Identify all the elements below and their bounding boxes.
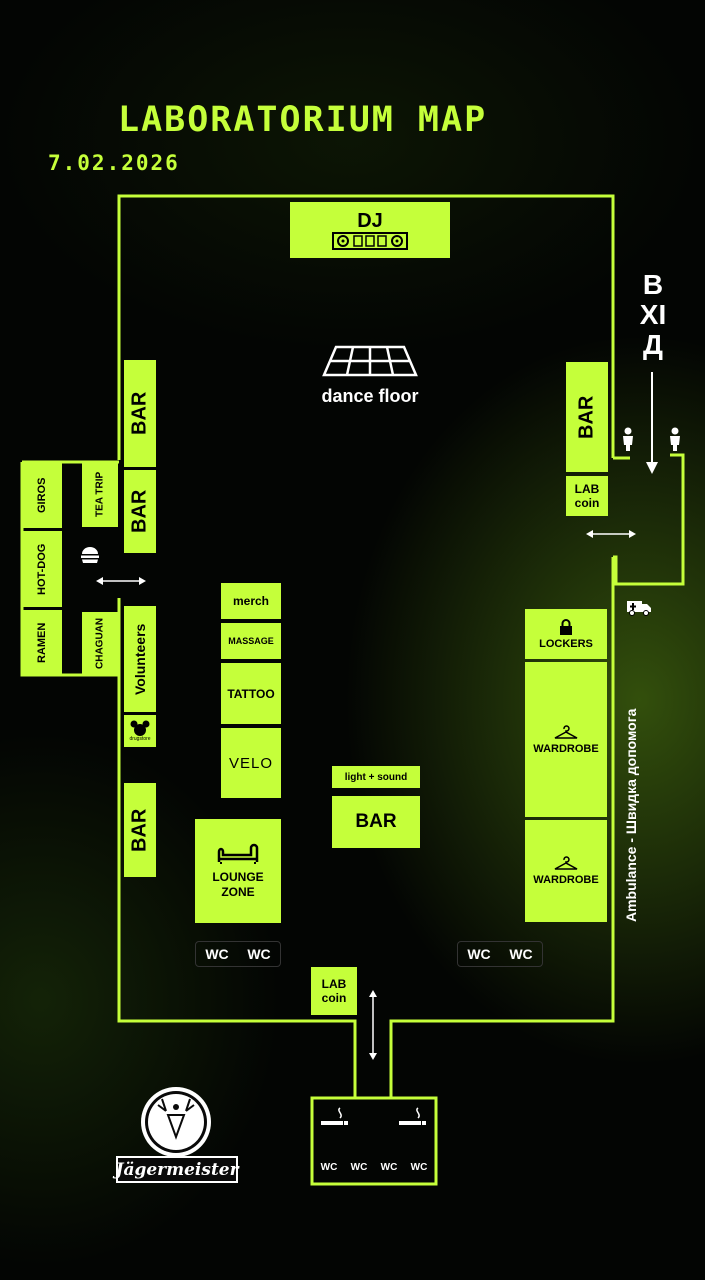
- lockers-label: LOCKERS: [539, 637, 593, 650]
- lock-icon: [560, 618, 572, 635]
- event-date: 7.02.2026: [48, 151, 180, 175]
- wc-label: WC: [380, 1162, 398, 1173]
- turntables-icon: [332, 232, 408, 250]
- dj-booth: DJ: [290, 202, 450, 258]
- wc-right: WC WC: [457, 941, 543, 967]
- chaguan-stall: CHAGUAN: [82, 612, 118, 675]
- velo-stand: VELO: [221, 728, 281, 798]
- wardrobe-1: WARDROBE: [525, 662, 607, 817]
- bar-right: BAR: [566, 362, 608, 472]
- cigarette-icon: [321, 1107, 348, 1125]
- cigarette-icon: [399, 1107, 426, 1125]
- down-arrow-icon: [646, 372, 658, 474]
- entrance-label: ВХІД: [639, 269, 667, 360]
- double-arrow-icon: [586, 530, 636, 538]
- double-arrow-icon: [96, 577, 146, 585]
- ambulance-label: Ambulance - Швидка допомога: [623, 708, 639, 922]
- lounge-zone: LOUNGE ZONE: [195, 819, 281, 923]
- light-sound-booth: light + sound: [332, 766, 420, 788]
- drugstore-label: drugstore: [129, 736, 151, 742]
- drugstore: drugstore: [124, 715, 156, 747]
- lab-coin-right: LAB coin: [566, 476, 608, 516]
- double-arrow-icon: [369, 990, 377, 1060]
- tattoo-stand: TATTOO: [221, 663, 281, 724]
- bar-left-lower: BAR: [124, 783, 156, 877]
- wardrobe-1-label: WARDROBE: [533, 742, 599, 755]
- bar-center: BAR: [332, 796, 420, 848]
- person-icon: [670, 427, 680, 451]
- lab-coin-bottom: LAB coin: [311, 967, 357, 1015]
- smoking-area-wc-row: WC WC WC WC: [314, 1162, 434, 1173]
- dj-label: DJ: [357, 210, 383, 232]
- bar-left-upper: BAR: [124, 360, 156, 467]
- lounge-zone-label: LOUNGE ZONE: [212, 870, 264, 899]
- wc-label: WC: [467, 946, 491, 962]
- map-title: LABORATORIUM MAP: [118, 100, 488, 140]
- wc-label: WC: [320, 1162, 338, 1173]
- massage-stand: MASSAGE: [221, 623, 281, 659]
- wc-left: WC WC: [195, 941, 281, 967]
- merch-stand: merch: [221, 583, 281, 619]
- ambulance-icon: [627, 601, 651, 616]
- mickey-icon: [130, 720, 150, 736]
- burger-icon: [81, 547, 99, 563]
- ramen-stall: RAMEN: [22, 610, 62, 675]
- person-icon: [623, 427, 633, 451]
- sponsor-name: Jägermeister: [115, 1159, 239, 1180]
- volunteers-zone: Volunteers: [124, 606, 156, 712]
- wc-label: WC: [350, 1162, 368, 1173]
- wardrobe-2-label: WARDROBE: [533, 874, 599, 886]
- dance-floor-label: dance floor: [321, 386, 419, 406]
- wardrobe-2: WARDROBE: [525, 820, 607, 922]
- lockers: LOCKERS: [525, 609, 607, 659]
- dance-floor-icon: [322, 345, 418, 377]
- wc-label: WC: [205, 946, 229, 962]
- sponsor-name-plate: Jägermeister: [115, 1156, 239, 1183]
- hanger-icon: [554, 724, 578, 739]
- hot-dog-stall: HOT-DOG: [22, 531, 62, 607]
- giros-stall: GIROS: [22, 462, 62, 528]
- wc-label: WC: [247, 946, 271, 962]
- wc-label: WC: [509, 946, 533, 962]
- tea-trip-stall: TEA TRIP: [82, 462, 118, 527]
- hanger-icon: [554, 856, 578, 870]
- jagermeister-logo: [141, 1087, 211, 1157]
- bar-left-middle: BAR: [124, 470, 156, 553]
- sofa-icon: [217, 843, 259, 864]
- wc-label: WC: [410, 1162, 428, 1173]
